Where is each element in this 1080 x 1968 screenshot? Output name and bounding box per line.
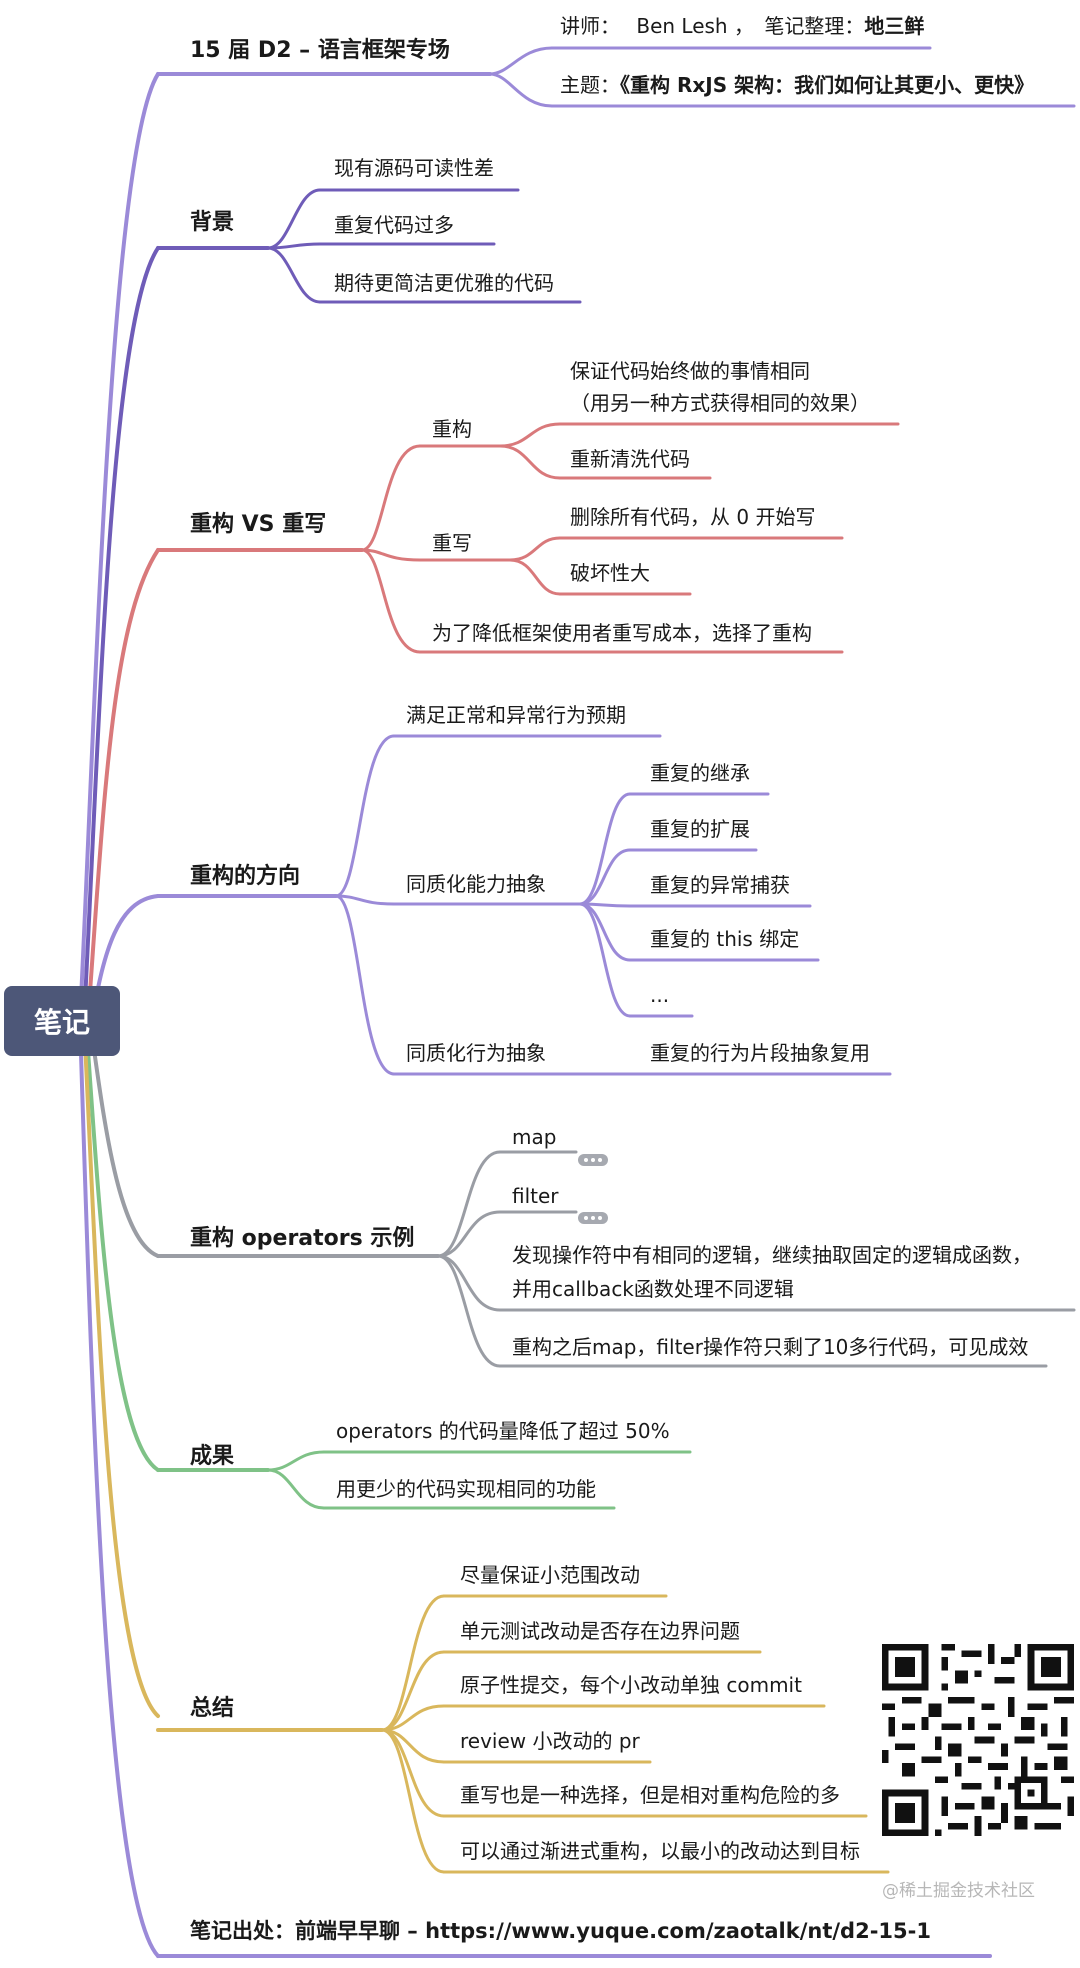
refactor-conclusion[interactable]: 为了降低框架使用者重写成本，选择了重构	[432, 621, 812, 645]
direction-expectation[interactable]: 满足正常和异常行为预期	[406, 703, 626, 727]
notes-value: 地三鲜	[864, 14, 925, 38]
summary-item[interactable]: review 小改动的 pr	[460, 1729, 640, 1753]
operator-item-filter[interactable]: filter	[512, 1184, 559, 1208]
ability-item[interactable]: 重复的扩展	[650, 817, 750, 841]
connector-operators	[88, 1019, 160, 1258]
summary-item[interactable]: 尽量保证小范围改动	[460, 1563, 640, 1587]
header-topic: 主题：《重构 RxJS 架构：我们如何让其更小、更快》	[560, 72, 1034, 98]
source-link[interactable]: 前端早早聊 – https://www.yuque.com/zaotalk/nt…	[295, 1919, 931, 1943]
refactor-label[interactable]: 重构	[432, 417, 472, 441]
notes-label: 笔记整理：	[764, 14, 865, 38]
ability-item[interactable]: 重复的继承	[650, 761, 750, 785]
root-node[interactable]: 笔记	[4, 986, 120, 1056]
topic-label: 主题：	[560, 73, 620, 97]
background-item[interactable]: 期待更简洁更优雅的代码	[334, 271, 554, 295]
connector-summary	[82, 1020, 160, 1718]
qr-code	[882, 1644, 1074, 1836]
speaker-label: 讲师：	[560, 14, 620, 38]
connector-header	[78, 72, 160, 1022]
refactor-vs-rewrite-title[interactable]: 重构 VS 重写	[190, 512, 327, 537]
summary-item[interactable]: 可以通过渐进式重构，以最小的改动达到目标	[460, 1839, 860, 1863]
header-title[interactable]: 15 届 D2 – 语言框架专场	[190, 38, 450, 63]
direction-title[interactable]: 重构的方向	[190, 864, 301, 889]
root-label: 笔记	[33, 1006, 90, 1039]
result-item[interactable]: operators 的代码量降低了超过 50%	[336, 1419, 670, 1443]
ability-item[interactable]: 重复的异常捕获	[650, 873, 790, 897]
operators-title[interactable]: 重构 operators 示例	[190, 1226, 415, 1251]
rewrite-item[interactable]: 删除所有代码，从 0 开始写	[570, 505, 816, 529]
watermark: @稀土掘金技术社区	[882, 1881, 1035, 1901]
operator-item-continued: 并用callback函数处理不同逻辑	[512, 1277, 794, 1301]
header-speaker: 讲师： Ben Lesh ， 笔记整理：地三鲜	[560, 13, 924, 39]
ability-label[interactable]: 同质化能力抽象	[406, 872, 546, 896]
more-icon[interactable]	[578, 1154, 608, 1166]
result-item[interactable]: 用更少的代码实现相同的功能	[336, 1477, 596, 1501]
speaker-value: Ben Lesh ，	[636, 14, 754, 38]
behavior-label[interactable]: 同质化行为抽象	[406, 1041, 546, 1065]
more-icon[interactable]	[578, 1212, 608, 1224]
ability-item[interactable]: 重复的 this 绑定	[650, 927, 800, 951]
summary-item[interactable]: 重写也是一种选择，但是相对重构危险的多	[460, 1783, 840, 1807]
operator-item-map[interactable]: map	[512, 1125, 557, 1149]
summary-item[interactable]: 原子性提交，每个小改动单独 commit	[460, 1673, 802, 1697]
rewrite-label[interactable]: 重写	[432, 531, 472, 555]
background-item[interactable]: 现有源码可读性差	[334, 156, 494, 180]
source-label: 笔记出处：	[190, 1919, 295, 1943]
operator-item[interactable]: 发现操作符中有相同的逻辑，继续抽取固定的逻辑成函数，	[512, 1243, 1032, 1267]
summary-item[interactable]: 单元测试改动是否存在边界问题	[460, 1619, 740, 1643]
ability-item[interactable]: ...	[650, 983, 670, 1007]
refactor-item-note: （用另一种方式获得相同的效果）	[570, 391, 870, 415]
results-title[interactable]: 成果	[190, 1444, 235, 1469]
source-line[interactable]: 笔记出处：前端早早聊 – https://www.yuque.com/zaota…	[190, 1918, 931, 1944]
rewrite-item[interactable]: 破坏性大	[570, 561, 650, 585]
connector-background	[82, 246, 160, 1022]
background-item[interactable]: 重复代码过多	[334, 213, 454, 237]
operator-item[interactable]: 重构之后map，filter操作符只剩了10多行代码，可见成效	[512, 1335, 1029, 1359]
behavior-item[interactable]: 重复的行为片段抽象复用	[650, 1041, 870, 1065]
background-title[interactable]: 背景	[190, 210, 235, 235]
connector-source	[78, 1020, 160, 1958]
topic-value: 《重构 RxJS 架构：我们如何让其更小、更快》	[620, 73, 1035, 97]
connector-refactor-vs-rewrite	[86, 548, 160, 1022]
summary-title[interactable]: 总结	[190, 1696, 235, 1721]
connector-results	[84, 1020, 160, 1472]
refactor-item[interactable]: 重新清洗代码	[570, 447, 690, 471]
refactor-item[interactable]: 保证代码始终做的事情相同	[570, 359, 810, 383]
